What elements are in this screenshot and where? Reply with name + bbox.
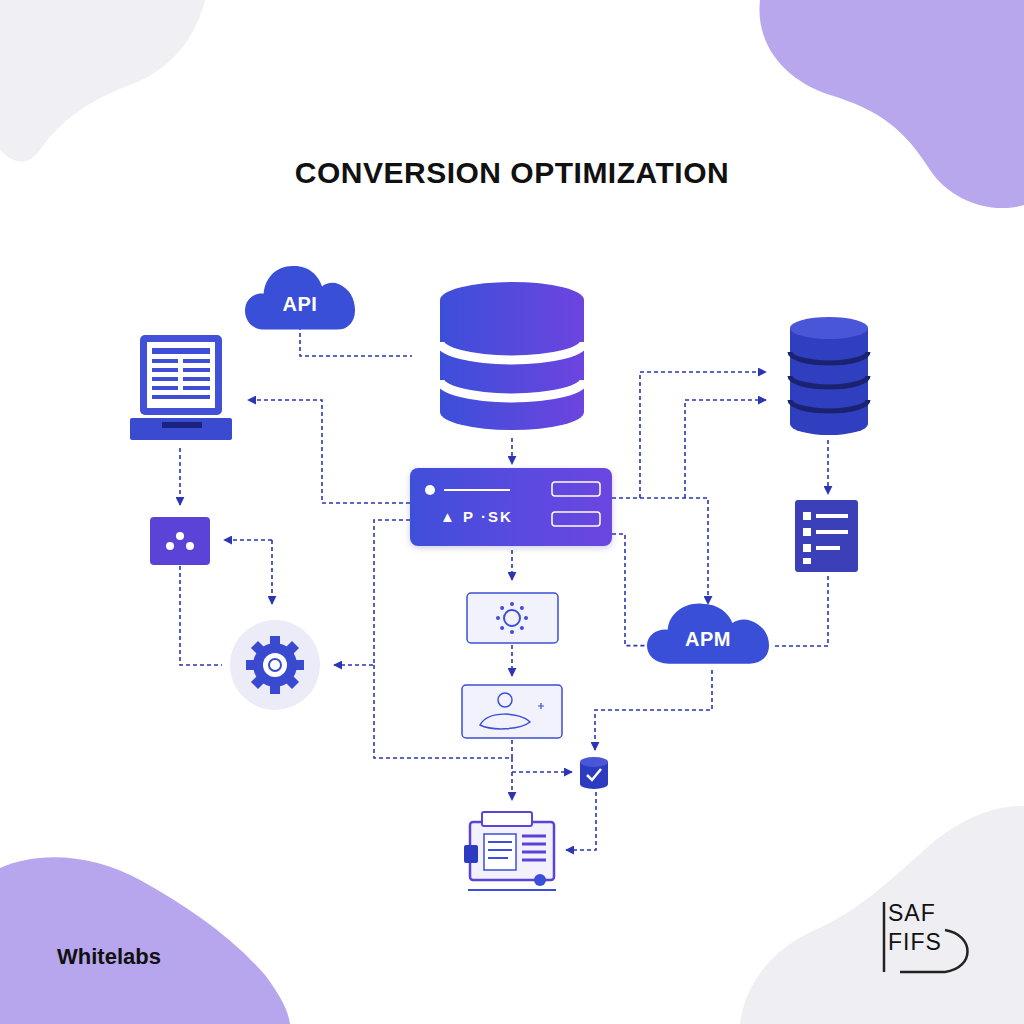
- corner-blob: [0, 857, 290, 1024]
- gear-icon: [230, 620, 320, 710]
- dashed-connector: [612, 534, 648, 646]
- panel-decoration: [410, 468, 612, 546]
- corner-blob: [740, 806, 1024, 1024]
- sdk-panel: ▲ P ·SK: [410, 468, 612, 546]
- analytics-icon: [462, 685, 562, 738]
- api-cloud: API: [245, 260, 355, 332]
- corner-blob: [759, 0, 1024, 208]
- brand-name: Whitelabs: [57, 944, 161, 970]
- output-machine-icon: [464, 812, 556, 890]
- logo-text: FIFS: [888, 929, 942, 956]
- check-icon: [580, 757, 608, 789]
- corner-blob: [0, 0, 205, 162]
- logo-text: SAF: [888, 900, 936, 927]
- checklist-icon: [795, 500, 858, 572]
- cloud-label: API: [283, 293, 318, 316]
- database-icon: [440, 282, 584, 430]
- cloud-label: APM: [685, 628, 731, 651]
- apm-cloud: APM: [647, 598, 769, 666]
- share-icon: [150, 517, 210, 565]
- title: CONVERSION OPTIMIZATION: [0, 156, 1024, 190]
- process-icon: [467, 593, 558, 643]
- dashed-connector: [612, 498, 708, 604]
- database-icon: [790, 317, 868, 435]
- monitor-icon: [130, 335, 232, 440]
- panel-label: ▲ P ·SK: [440, 508, 542, 525]
